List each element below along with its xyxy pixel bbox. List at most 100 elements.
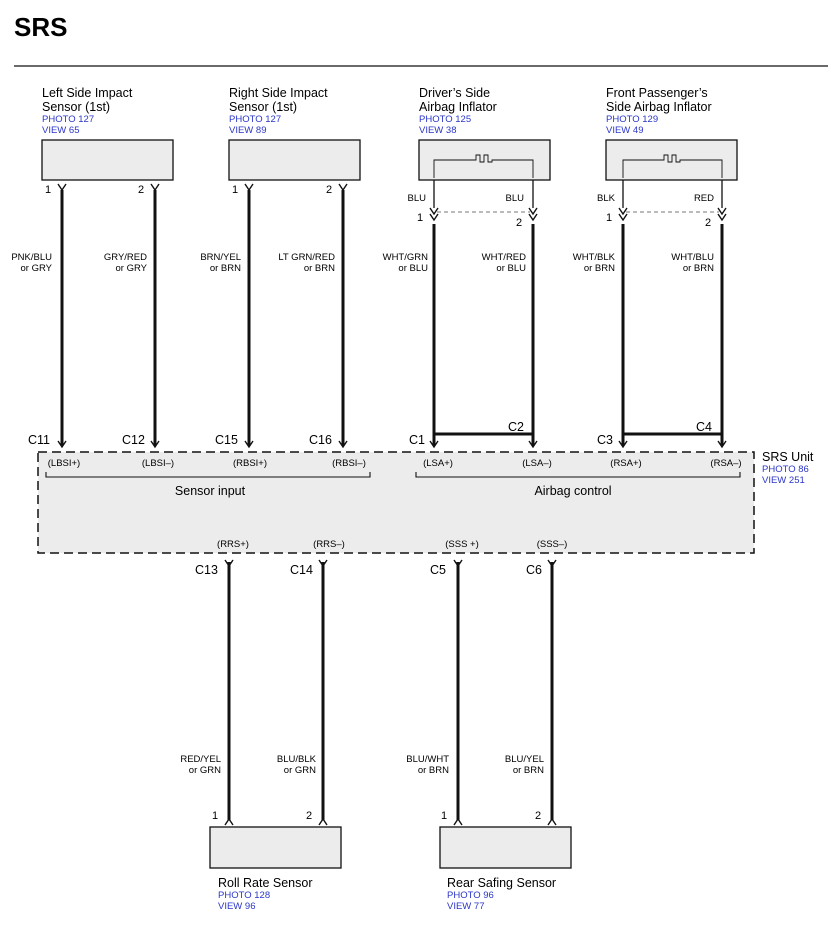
connector-id: C6: [526, 563, 542, 577]
roll-rate-sensor-label: Roll Rate Sensor PHOTO 128 VIEW 96: [218, 876, 313, 912]
right-side-impact-sensor-label: Right Side Impact Sensor (1st) PHOTO 127…: [229, 86, 328, 136]
photo-ref[interactable]: PHOTO 129: [606, 114, 658, 125]
airbag-control-bracket: [415, 472, 741, 478]
wire-color: or GRY: [115, 263, 147, 274]
srs-bottom-terminals: (RRS+) (RRS–) (SSS +) (SSS–): [217, 539, 567, 550]
terminal-name: (LSA–): [522, 458, 552, 469]
terminal-name: (LSA+): [423, 458, 453, 469]
pin-number: 1: [232, 184, 238, 196]
view-ref[interactable]: VIEW 77: [447, 901, 485, 912]
wire-color: BLU/WHT: [406, 754, 449, 765]
connector-id: C2: [508, 420, 524, 434]
wire-color: or BRN: [683, 263, 714, 274]
component-name: Side Airbag Inflator: [606, 100, 712, 114]
terminal-name: (RRS+): [217, 539, 249, 550]
wire-color: or BRN: [513, 765, 544, 776]
inflator-wire-color: BLU: [506, 193, 525, 204]
wire-color: BLU/YEL: [505, 754, 544, 765]
terminal-name: (RSA+): [610, 458, 641, 469]
wire-color: PNK/BLU: [11, 252, 52, 263]
wire-color: or GRN: [189, 765, 221, 776]
component-name: Rear Safing Sensor: [447, 876, 556, 890]
passenger-inflator-squib-symbol: [622, 154, 723, 178]
rear-safing-sensor-label: Rear Safing Sensor PHOTO 96 VIEW 77: [447, 876, 556, 912]
top-connector-chevrons: [57, 183, 727, 449]
view-ref[interactable]: VIEW 38: [419, 125, 457, 136]
view-ref[interactable]: VIEW 49: [606, 125, 644, 136]
wire-color: or BRN: [304, 263, 335, 274]
airbag-control-group-label: Airbag control: [534, 484, 611, 498]
connector-id: C16: [309, 433, 332, 447]
right-side-impact-sensor-box[interactable]: [228, 139, 361, 181]
pin-number: 1: [212, 810, 218, 822]
drivers-side-airbag-inflator-label: Driver’s Side Airbag Inflator PHOTO 125 …: [419, 86, 497, 136]
component-name: Airbag Inflator: [419, 100, 497, 114]
wire-color: or BRN: [210, 263, 241, 274]
wire-color: BLU/BLK: [277, 754, 317, 765]
photo-ref[interactable]: PHOTO 128: [218, 890, 270, 901]
component-name: Right Side Impact: [229, 86, 328, 100]
terminal-name: (LBSI–): [142, 458, 174, 469]
connector-id: C14: [290, 563, 313, 577]
wire-color: WHT/BLU: [671, 252, 714, 263]
component-name: Sensor (1st): [229, 100, 297, 114]
drivers-inflator-squib-symbol: [433, 154, 534, 178]
wire-color: WHT/RED: [482, 252, 526, 263]
view-ref[interactable]: VIEW 251: [762, 475, 805, 486]
rear-safing-sensor-box[interactable]: [439, 826, 572, 869]
top-wire-color-labels: PNK/BLU or GRY GRY/RED or GRY BRN/YEL or…: [11, 252, 714, 274]
top-connector-ids: C11 C12 C15 C16 C1 C2 C3 C4: [28, 420, 712, 447]
pin-number: 2: [306, 810, 312, 822]
wire-color: RED/YEL: [180, 754, 221, 765]
pin-number: 2: [535, 810, 541, 822]
view-ref[interactable]: VIEW 89: [229, 125, 267, 136]
srs-top-terminals: (LBSI+) (LBSI–) (RBSI+) (RBSI–) (LSA+) (…: [48, 458, 742, 469]
terminal-name: (RRS–): [313, 539, 345, 550]
photo-ref[interactable]: PHOTO 86: [762, 464, 809, 475]
group-brackets: [45, 472, 741, 478]
srs-unit-box[interactable]: [37, 451, 755, 554]
terminal-name: (SSS–): [537, 539, 568, 550]
inflator-wire-color: BLU: [408, 193, 427, 204]
photo-ref[interactable]: PHOTO 127: [229, 114, 281, 125]
connector-id: C15: [215, 433, 238, 447]
wire-color: BRN/YEL: [200, 252, 241, 263]
inflator-wire-color: RED: [694, 193, 714, 204]
component-name: Sensor (1st): [42, 100, 110, 114]
left-side-impact-sensor-box[interactable]: [41, 139, 174, 181]
photo-ref[interactable]: PHOTO 127: [42, 114, 94, 125]
pin-number: 2: [516, 217, 522, 229]
view-ref[interactable]: VIEW 65: [42, 125, 80, 136]
view-ref[interactable]: VIEW 96: [218, 901, 256, 912]
connector-id: C4: [696, 420, 712, 434]
wire-color: or GRY: [20, 263, 52, 274]
terminal-name: (RBSI–): [332, 458, 366, 469]
roll-rate-sensor-box[interactable]: [209, 826, 342, 869]
c1-c2-shorting-bar: [432, 432, 535, 446]
wire-color: WHT/GRN: [383, 252, 429, 263]
wire-color: or GRN: [284, 765, 316, 776]
c3-c4-shorting-bar: [621, 432, 724, 446]
component-name: Left Side Impact: [42, 86, 133, 100]
wire-color: or BRN: [584, 263, 615, 274]
bottom-wires: [227, 562, 554, 820]
component-name: Driver’s Side: [419, 86, 490, 100]
bottom-connector-chevrons: [224, 559, 557, 826]
component-name: Front Passenger’s: [606, 86, 708, 100]
inflator-wire-color: BLK: [597, 193, 616, 204]
top-wires: [60, 190, 724, 446]
wire-color: WHT/BLK: [573, 252, 616, 263]
pin-number: 2: [138, 184, 144, 196]
inflator-stubs: [433, 180, 723, 208]
bottom-connector-ids: C13 C14 C5 C6: [195, 563, 542, 577]
front-passengers-side-airbag-inflator-label: Front Passenger’s Side Airbag Inflator P…: [606, 86, 712, 136]
pin-number: 1: [606, 212, 612, 224]
connector-id: C11: [28, 433, 50, 447]
component-name: SRS Unit: [762, 450, 814, 464]
pin-number: 1: [441, 810, 447, 822]
photo-ref[interactable]: PHOTO 125: [419, 114, 471, 125]
wire-color: or BLU: [496, 263, 526, 274]
photo-ref[interactable]: PHOTO 96: [447, 890, 494, 901]
terminal-name: (LBSI+): [48, 458, 80, 469]
